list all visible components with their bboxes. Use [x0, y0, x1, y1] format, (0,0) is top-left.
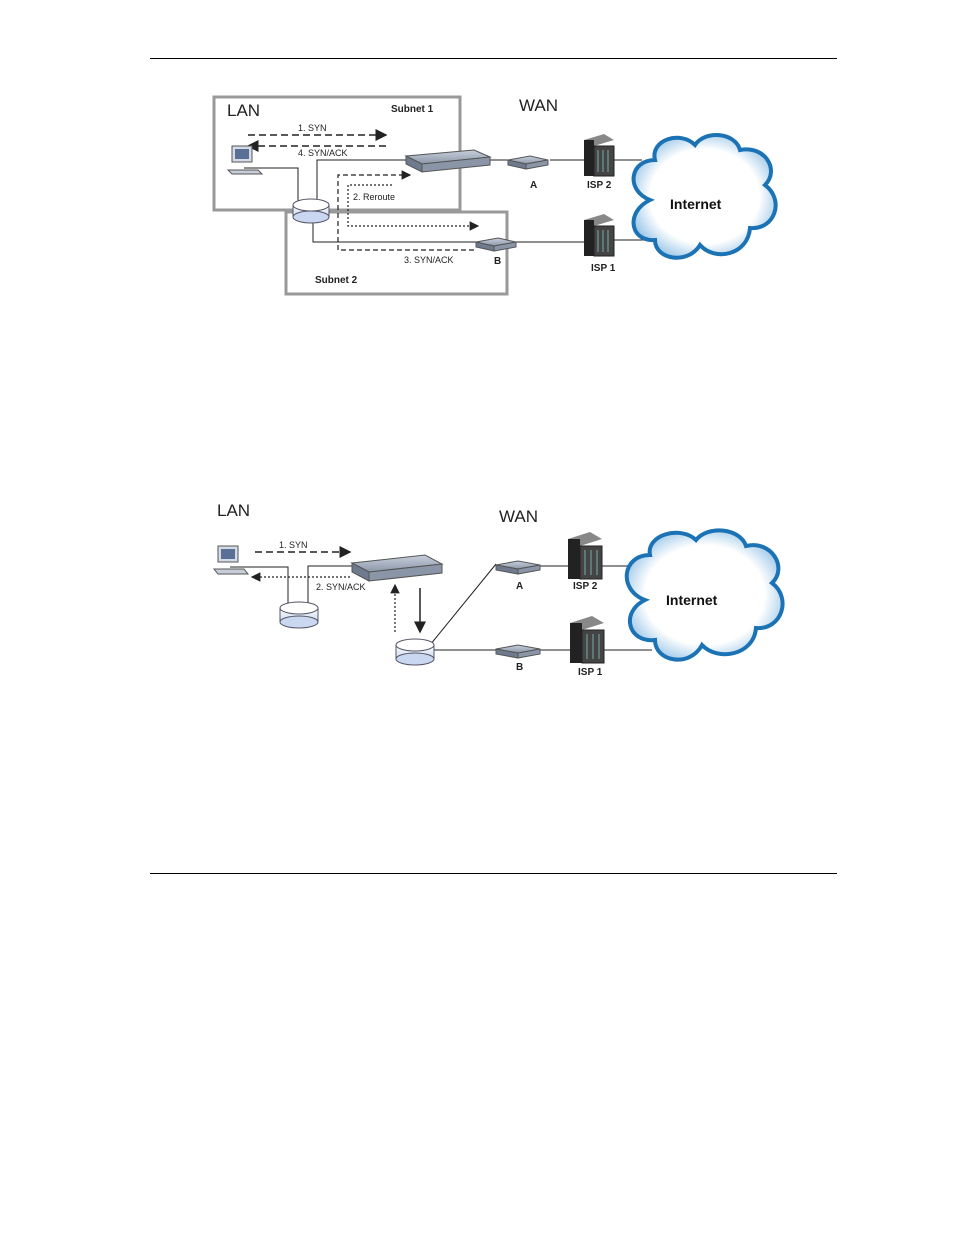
isp2-server-icon	[584, 134, 614, 176]
wan-label: WAN	[519, 96, 558, 115]
internet-label-2: Internet	[666, 592, 718, 608]
syn-label-2: 1. SYN	[279, 540, 308, 550]
router-a-label-2: A	[516, 581, 523, 592]
router-b-icon-2	[496, 645, 540, 658]
isp1-label: ISP 1	[591, 263, 616, 274]
internet-label: Internet	[670, 196, 722, 212]
router-b-icon	[476, 238, 516, 251]
isp2-label-2: ISP 2	[573, 581, 598, 592]
isp2-label: ISP 2	[587, 180, 612, 191]
wan-label-2: WAN	[499, 507, 538, 526]
subnet-2-label: Subnet 2	[315, 275, 358, 286]
isp1-server-icon	[584, 214, 614, 256]
zywall-device-icon	[406, 150, 490, 172]
isp2-server-icon-2	[568, 532, 602, 579]
synack2-label: 2. SYN/ACK	[316, 582, 366, 592]
lan-router-icon	[293, 199, 329, 223]
computer-icon	[228, 146, 262, 174]
syn-label: 1. SYN	[298, 123, 327, 133]
isp1-server-icon-2	[570, 616, 604, 663]
router-b-label-2: B	[516, 662, 523, 673]
diagram-1: LAN WAN Subnet 1 Subnet 2 1. SYN 4. SYN/…	[214, 96, 776, 294]
computer-icon-2	[214, 546, 248, 574]
subnet-1-label: Subnet 1	[391, 104, 434, 115]
router-a-label: A	[530, 180, 537, 191]
zywall-device-icon-2	[352, 555, 442, 581]
router-a-icon	[508, 156, 548, 169]
reroute-label: 2. Reroute	[353, 192, 395, 202]
wan-router-disk-icon	[396, 639, 434, 665]
isp1-label-2: ISP 1	[578, 667, 603, 678]
lan-server-disk-icon	[280, 602, 318, 628]
lan-label: LAN	[227, 101, 260, 120]
synack4-label: 4. SYN/ACK	[298, 148, 348, 158]
lan-label-2: LAN	[217, 501, 250, 520]
synack3-label: 3. SYN/ACK	[404, 255, 454, 265]
router-b-label: B	[494, 256, 501, 267]
diagram-2: LAN WAN 1. SYN 2. SYN/ACK	[214, 501, 783, 678]
router-a-icon-2	[496, 561, 540, 574]
router-to-a-wire	[430, 564, 496, 645]
